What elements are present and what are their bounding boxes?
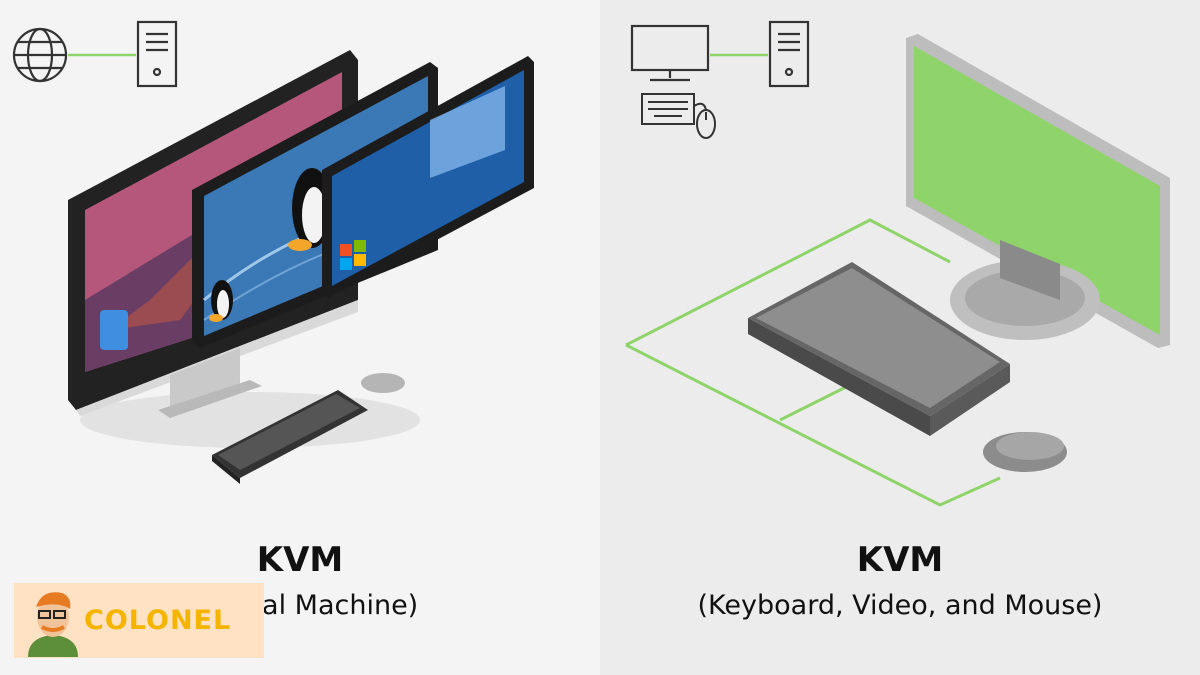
left-title: KVM [256,540,344,580]
mouse [983,432,1067,472]
keyboard [748,262,1010,436]
desktop-monitor-icon [630,24,710,82]
finder-icon [100,310,128,350]
virtual-machine-illustration [12,20,534,484]
mouse-icon [693,102,716,139]
colonel-face-icon [28,592,78,657]
logo-text: COLONEL [84,605,232,636]
colonel-logo: COLONEL [14,583,264,658]
server-tower-icon [768,20,810,88]
windows-logo-icon [340,240,366,270]
windows-monitor [322,56,534,298]
mouse [361,373,405,393]
left-panel: KVM l Virtual Machine) COLONEL [12,20,534,658]
server-tower-icon [136,20,178,88]
globe-icon [12,27,68,83]
kvm-connection-outline [625,218,1001,507]
right-title: KVM [856,540,944,580]
right-subtitle: (Keyboard, Video, and Mouse) [697,590,1103,621]
kvm-switch-illustration [625,20,1170,507]
keyboard [212,390,368,484]
right-panel: KVM (Keyboard, Video, and Mouse) [600,0,1200,675]
keyboard-icon [641,93,695,125]
green-monitor [906,34,1170,348]
